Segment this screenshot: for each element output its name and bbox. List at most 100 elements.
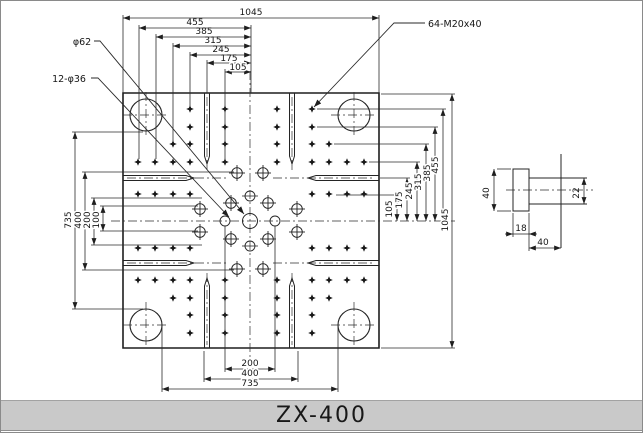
dim-top-105: 105 — [229, 63, 246, 73]
label-ring-holes: 12-φ36 — [52, 74, 86, 85]
dim-left-cascade: 735 400 200 100 — [63, 132, 234, 309]
dim-top-1045: 1045 — [240, 8, 263, 18]
dim-top-cascade: 1045 455 385 315 245 175 105 — [123, 8, 379, 164]
tapped-hole-m20 — [273, 329, 281, 337]
hole-phi36 — [288, 200, 306, 218]
tapped-hole-m20 — [325, 294, 333, 302]
tapped-hole-m20 — [186, 329, 194, 337]
tapped-hole-m20 — [169, 158, 177, 166]
tapped-hole-m20 — [186, 276, 194, 284]
tapped-hole-m20 — [134, 276, 142, 284]
dim-left-100: 100 — [92, 211, 102, 228]
dim-left-200: 200 — [83, 211, 93, 228]
tapped-hole-m20 — [273, 140, 281, 148]
dim-right-455: 455 — [431, 156, 441, 173]
dim-right-315: 315 — [414, 173, 424, 190]
hole-phi36 — [259, 230, 277, 248]
dim-top-175: 175 — [220, 54, 237, 64]
title-bar: ZX-400 — [1, 400, 642, 431]
dim-bottom-200: 200 — [241, 359, 258, 369]
tapped-hole-m20 — [308, 158, 316, 166]
center-hole-cluster — [219, 190, 281, 252]
platen-front-view — [111, 71, 455, 363]
tapped-hole-m20 — [273, 294, 281, 302]
dim-right-105: 105 — [385, 200, 395, 217]
callouts: φ62 12-φ36 64-M20x40 — [52, 19, 482, 217]
tapped-hole-m20 — [308, 190, 316, 198]
tapped-hole-m20 — [308, 276, 316, 284]
tapped-hole-m20 — [273, 276, 281, 284]
tapped-hole-m20 — [169, 190, 177, 198]
tapped-hole-m20 — [325, 276, 333, 284]
tapped-hole-m20 — [273, 105, 281, 113]
platen-outline — [123, 93, 379, 348]
hole-phi36 — [191, 223, 209, 241]
tapped-hole-m20 — [273, 158, 281, 166]
center-locating-hole — [243, 214, 258, 229]
tapped-hole-m20 — [360, 244, 368, 252]
tapped-hole-m20 — [308, 123, 316, 131]
dim-detail-thickness: 18 — [515, 224, 527, 234]
dim-bottom: 200 400 735 — [162, 226, 338, 392]
tapped-hole-m20 — [169, 140, 177, 148]
cooling-slots — [123, 93, 379, 348]
hole-phi36 — [259, 194, 277, 212]
tapped-hole-m20 — [186, 158, 194, 166]
dim-top-245: 245 — [212, 45, 229, 55]
tapped-hole-m20 — [151, 276, 159, 284]
dim-bottom-400: 400 — [241, 369, 258, 379]
tapped-hole-m20 — [360, 190, 368, 198]
dim-left-735: 735 — [64, 211, 74, 228]
hole-phi36 — [228, 260, 246, 278]
tapped-hole-m20 — [151, 190, 159, 198]
hole-phi36 — [191, 200, 209, 218]
tapped-hole-m20 — [343, 190, 351, 198]
tapped-hole-m20 — [343, 158, 351, 166]
tapped-hole-m20 — [325, 190, 333, 198]
dim-right-385: 385 — [423, 164, 433, 181]
dim-top-455: 455 — [186, 18, 203, 28]
tapped-hole-m20 — [169, 294, 177, 302]
dim-top-385: 385 — [195, 27, 212, 37]
tapped-hole-m20 — [308, 140, 316, 148]
dim-right-175: 175 — [395, 191, 405, 208]
hole-phi36 — [254, 164, 272, 182]
tapped-hole-m20 — [186, 294, 194, 302]
tapped-hole-m20 — [343, 276, 351, 284]
tapped-hole-m20 — [325, 140, 333, 148]
hole-phi36 — [254, 260, 272, 278]
dim-bottom-735: 735 — [241, 379, 258, 389]
hole-phi36 — [288, 223, 306, 241]
tapped-hole-m20 — [273, 123, 281, 131]
tapped-hole-m20 — [151, 158, 159, 166]
tapped-hole-m20 — [186, 105, 194, 113]
tie-bar-hole — [330, 91, 378, 139]
dim-right-cascade: 455 385 315 245 175 105 1045 — [317, 94, 455, 348]
dim-right-245: 245 — [405, 182, 415, 199]
tapped-hole-m20 — [308, 329, 316, 337]
tapped-hole-m20 — [169, 276, 177, 284]
dim-right-1045: 1045 — [441, 209, 451, 232]
tapped-hole-m20 — [134, 158, 142, 166]
tapped-hole-m20 — [186, 190, 194, 198]
dim-detail-height: 40 — [482, 187, 492, 199]
dim-detail-depth: 40 — [537, 238, 549, 248]
tapped-hole-m20 — [273, 311, 281, 319]
dim-detail-stud: 22 — [572, 187, 582, 198]
tapped-hole-m20 — [360, 276, 368, 284]
tapped-hole-m20 — [325, 158, 333, 166]
hole-phi36 — [222, 194, 240, 212]
tapped-hole-m20 — [186, 311, 194, 319]
label-tapped-holes: 64-M20x40 — [428, 19, 482, 30]
hole-phi36 — [228, 164, 246, 182]
tapped-hole-m20 — [308, 311, 316, 319]
tapped-hole-m20 — [308, 244, 316, 252]
tapped-hole-m20 — [308, 294, 316, 302]
tapped-hole-m20 — [186, 140, 194, 148]
tapped-hole-m20 — [343, 244, 351, 252]
label-center-hole: φ62 — [73, 37, 91, 48]
detail-side-view: 40 22 18 40 — [482, 154, 593, 251]
tapped-hole-m20 — [360, 158, 368, 166]
